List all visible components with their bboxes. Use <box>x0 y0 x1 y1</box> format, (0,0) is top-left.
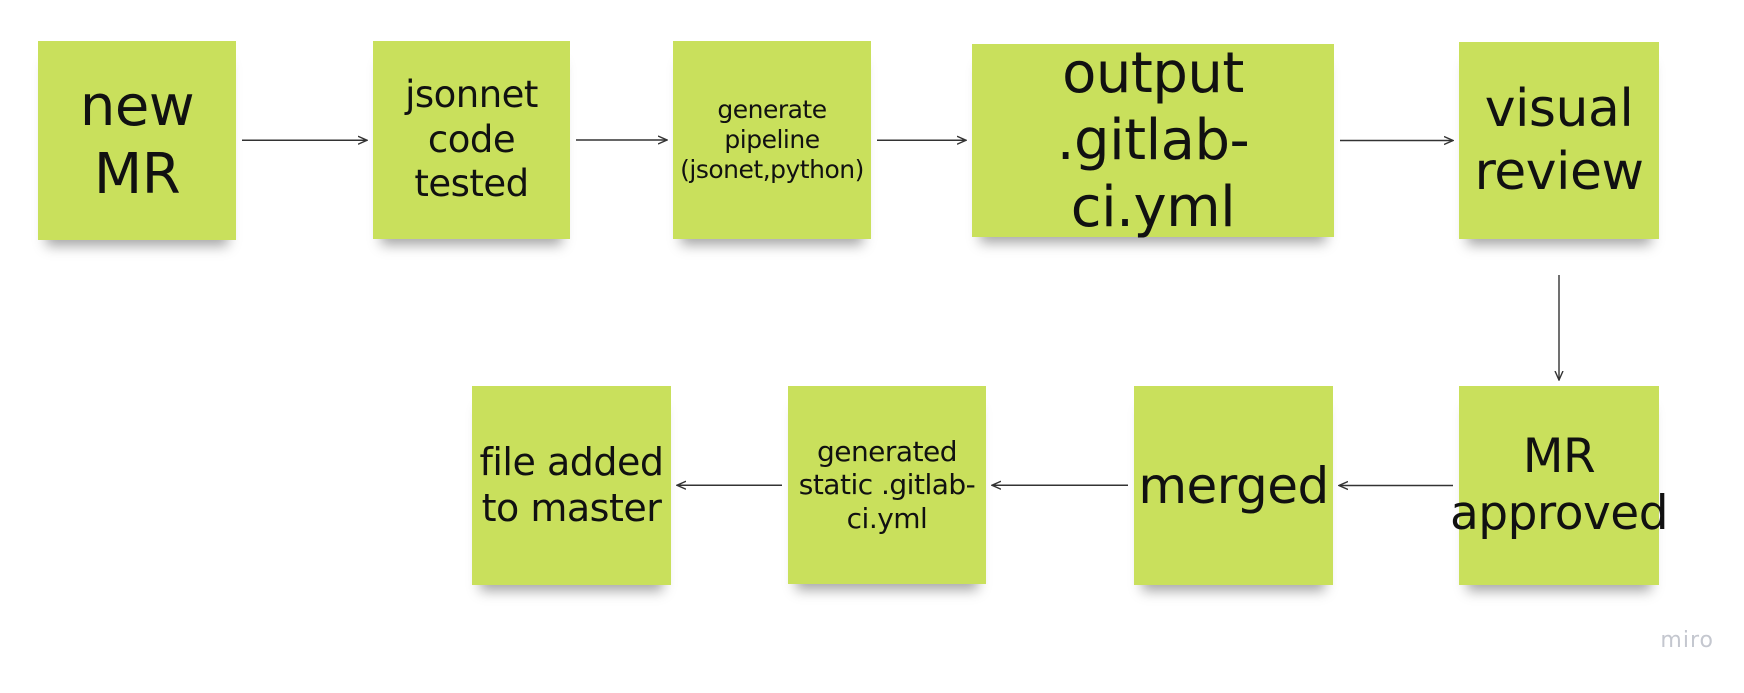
sticky-note-text: output .gitlab- ci.yml <box>1056 40 1250 241</box>
sticky-note-mr-approved[interactable]: MR approved <box>1450 386 1669 585</box>
sticky-note-text: visual review <box>1474 79 1644 202</box>
sticky-note-generate-pipeline[interactable]: generate pipeline (jsonet,python) <box>673 41 871 239</box>
sticky-note-text: generate pipeline (jsonet,python) <box>680 95 864 184</box>
sticky-note-text: MR approved <box>1449 429 1669 541</box>
sticky-note-text: new MR <box>79 74 195 207</box>
sticky-note-generated-static-gitlab-ci[interactable]: generated static .gitlab- ci.yml <box>788 386 986 584</box>
sticky-note-file-added-to-master[interactable]: file added to master <box>472 386 671 585</box>
sticky-note-new-mr[interactable]: new MR <box>38 41 236 240</box>
sticky-note-visual-review[interactable]: visual review <box>1459 42 1659 239</box>
sticky-note-merged[interactable]: merged <box>1134 386 1333 585</box>
sticky-note-text: jsonnet code tested <box>405 73 538 206</box>
sticky-note-output-gitlab-ci[interactable]: output .gitlab- ci.yml <box>972 41 1334 240</box>
sticky-note-text: file added to master <box>479 439 664 530</box>
sticky-note-jsonnet-code-tested[interactable]: jsonnet code tested <box>373 41 570 239</box>
sticky-note-text: merged <box>1138 456 1329 515</box>
sticky-note-text: generated static .gitlab- ci.yml <box>798 434 976 535</box>
miro-watermark: miro <box>1660 628 1714 653</box>
